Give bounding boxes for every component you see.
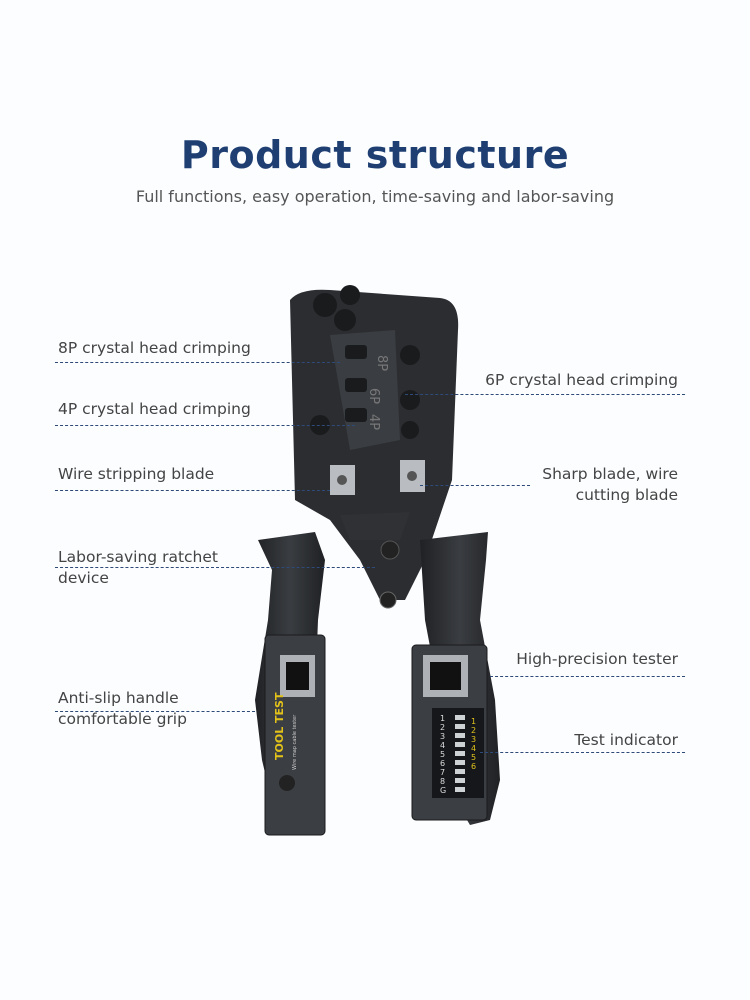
callout-text: Wire stripping blade [58,465,215,483]
callout-ratchet-device: Labor-saving ratchet device [58,547,218,589]
indicator-number: 4 [440,741,445,750]
page-title: Product structure [180,133,570,177]
indicator-number: 1 [440,714,445,723]
indicator-number-remote: 1 [471,717,476,726]
callout-line [405,394,685,395]
callout-text: 6P crystal head crimping [485,371,678,389]
indicator-led [455,751,465,756]
callout-line [480,752,685,753]
callout-text: Sharp blade, wire [542,465,678,483]
brand-sublabel: Wire map cable tester [292,714,298,770]
callout-text: cutting blade [575,486,678,504]
die-label-6p: 6P [366,388,381,404]
callout-wire-stripping-blade: Wire stripping blade [58,464,214,485]
indicator-number: 2 [440,723,445,732]
callout-6p-crimping: 6P crystal head crimping [485,370,678,391]
indicator-led [455,733,465,738]
indicator-led [455,760,465,765]
callout-text: High-precision tester [516,650,678,668]
die-label-8p: 8P [374,355,389,371]
indicator-number-remote: 5 [471,753,476,762]
callout-text: Anti-slip handle [58,689,179,707]
indicator-led [455,778,465,783]
page-subtitle: Full functions, easy operation, time-sav… [135,187,615,206]
callout-test-indicator: Test indicator [574,730,678,751]
indicator-led [455,787,465,792]
callout-cutting-blade: Sharp blade, wire cutting blade [542,464,678,506]
callout-anti-slip-handle: Anti-slip handle comfortable grip [58,688,187,730]
indicator-number: G [440,786,446,795]
indicator-number: 8 [440,777,445,786]
callout-high-precision-tester: High-precision tester [516,649,678,670]
callout-line [490,676,685,677]
indicator-number: 3 [440,732,445,741]
callout-line [55,490,330,491]
callout-text: Labor-saving ratchet [58,548,218,566]
indicator-number-remote: 6 [471,762,476,771]
callout-text: 4P crystal head crimping [58,400,251,418]
callout-text: 8P crystal head crimping [58,339,251,357]
callout-line [55,425,355,426]
callout-line [55,362,340,363]
callout-line [55,711,255,712]
die-label-4p: 4P [366,414,381,430]
callout-text: Test indicator [574,731,678,749]
indicator-led [455,724,465,729]
indicator-number: 5 [440,750,445,759]
callout-text: device [58,569,109,587]
indicator-led [455,742,465,747]
indicator-number-remote: 2 [471,726,476,735]
indicator-led [455,715,465,720]
callout-line [420,485,530,486]
callout-line [55,567,375,568]
callout-text: comfortable grip [58,710,187,728]
indicator-number-remote: 4 [471,744,476,753]
indicator-number-remote: 3 [471,735,476,744]
indicator-led [455,769,465,774]
callout-8p-crimping: 8P crystal head crimping [58,338,251,359]
indicator-number: 6 [440,759,445,768]
callout-4p-crimping: 4P crystal head crimping [58,399,251,420]
brand-label: TOOL TEST [273,692,286,760]
indicator-number: 7 [440,768,445,777]
